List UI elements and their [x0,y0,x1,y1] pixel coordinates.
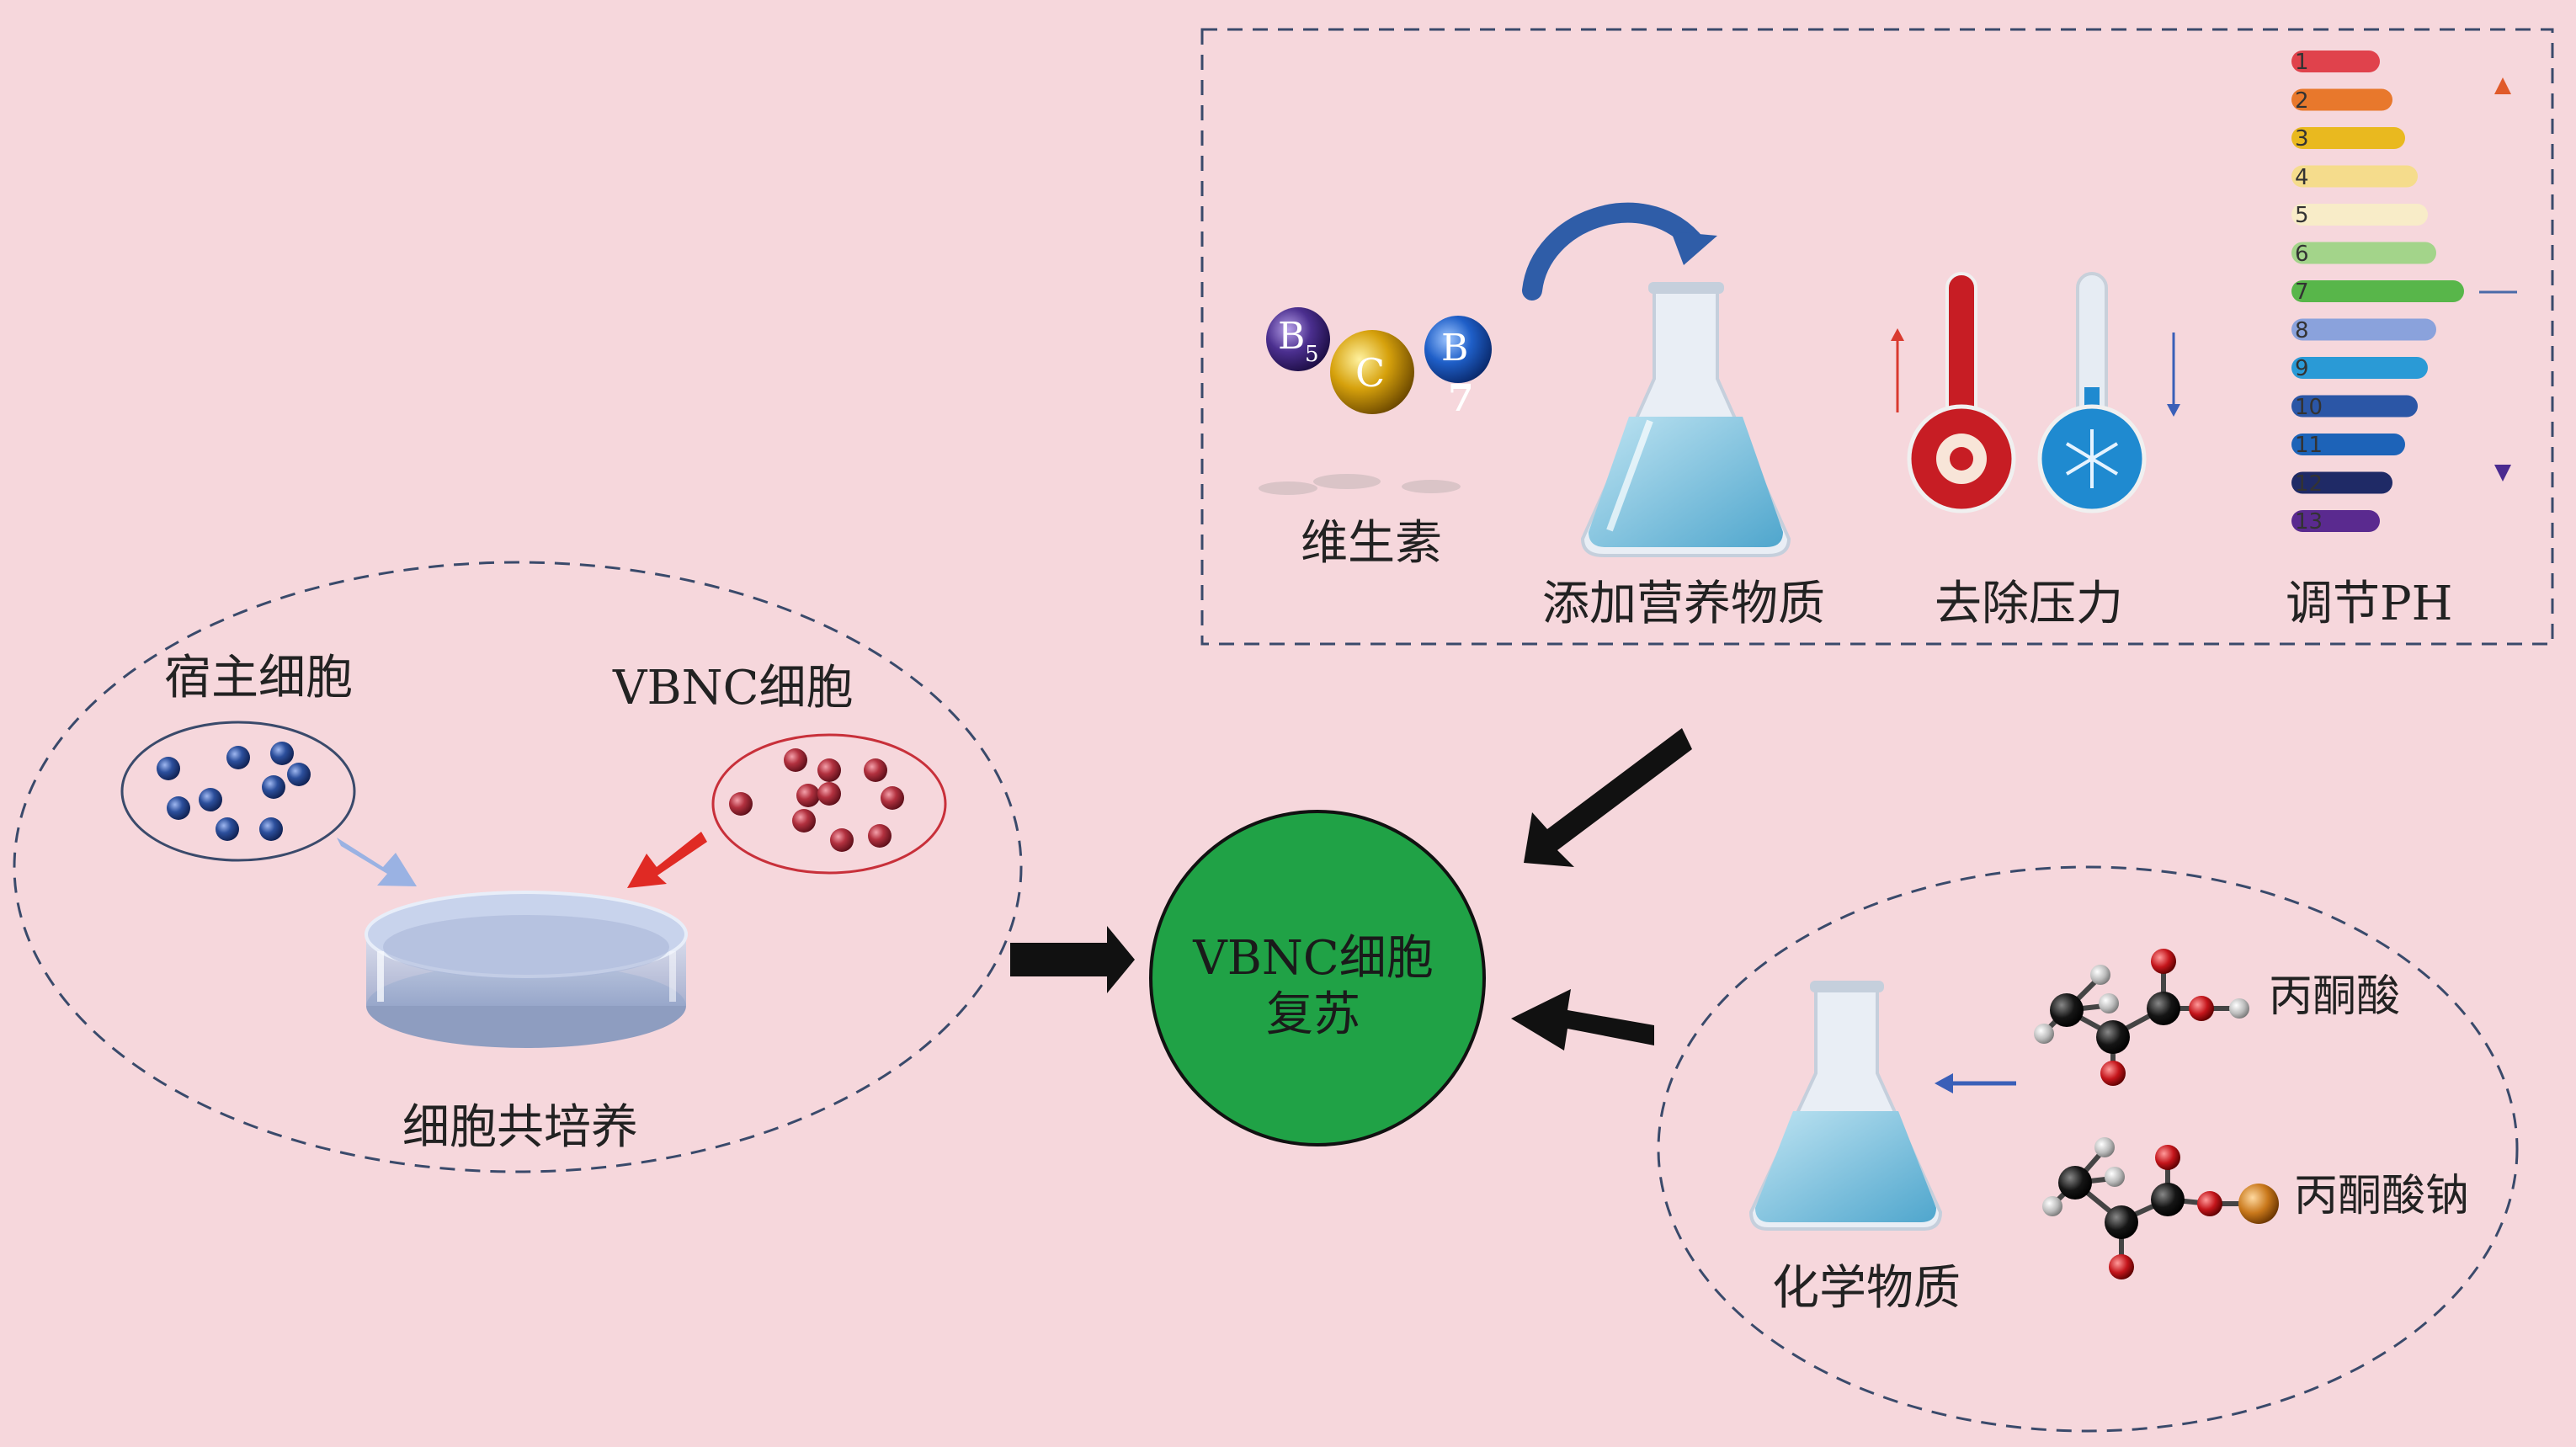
ph-number-13: 13 [2295,509,2323,535]
ph-number-2: 2 [2295,88,2309,114]
vbnc-cells-container [711,733,947,875]
vbnc-cells [729,748,904,852]
curved-arrow-icon [1522,202,1702,301]
ph-number-3: 3 [2295,126,2309,152]
ph-bar-3 [2291,127,2405,149]
add-nutrients-label: 添加营养物质 [1542,577,1825,631]
ph-number-11: 11 [2295,433,2323,458]
ph-bar-5 [2291,204,2428,226]
vitamin-b5-ball [1266,307,1330,371]
resuscitation-line2: 复苏 [1266,987,1360,1043]
ph-scale [2291,51,2464,532]
ph-number-4: 4 [2295,164,2309,190]
ph-number-5: 5 [2295,203,2309,228]
culture-to-resuscitation-arrow [1010,926,1135,993]
pyruvic-acid-label: 丙酮酸 [2269,971,2401,1022]
resuscitation-line1: VBNC细胞 [1193,931,1434,986]
ph-bar-6 [2291,242,2436,264]
vitamin-b7-ball [1424,316,1492,383]
host-cells-container [120,721,356,862]
host-cells-label: 宿主细胞 [164,651,353,705]
ph-number-1: 1 [2295,50,2309,75]
conditions-to-resuscitation-arrow [1524,728,1692,867]
vitamins-label: 维生素 [1301,516,1442,571]
molecule-sodium-icon [2042,1137,2279,1279]
flask-icon [1580,282,1791,557]
chemicals-region [1657,865,2519,1433]
chemical-flask-icon [1748,981,1943,1231]
chemicals-label: 化学物质 [1772,1261,1961,1316]
ph-bar-8 [2291,318,2436,341]
resuscitation-circle [1149,810,1486,1146]
molecule-icon [2034,949,2249,1086]
co-culture-region [13,561,1023,1173]
ph-bar-1 [2291,51,2380,72]
ph-number-6: 6 [2295,241,2309,267]
thermometer-cold-icon [2037,272,2180,513]
ph-number-9: 9 [2295,356,2309,381]
ph-bar-2 [2291,88,2392,111]
ph-bar-13 [2291,510,2380,532]
vitamin-b7-sub: 7 [1448,377,1474,420]
vitamin-molecules [1259,307,1492,495]
adjust-ph-label: 调节PH [2286,577,2453,631]
thermometer-hot-icon [1891,272,2016,513]
ph-number-10: 10 [2295,394,2323,420]
vitamin-b7-letter: B [1441,327,1469,370]
ph-bar-9 [2291,357,2428,379]
petri-dish-icon [365,891,688,1048]
ph-bar-11 [2291,434,2405,455]
vitamin-c-letter: C [1355,350,1386,396]
chemicals-to-resuscitation-arrow [1511,989,1654,1051]
vitamin-c-ball [1330,330,1414,414]
vitamin-b5-sub: 5 [1305,342,1319,367]
ph-bar-4 [2291,165,2418,188]
remove-stress-label: 去除压力 [1935,577,2123,631]
ph-bar-12 [2291,471,2392,494]
vitamin-b5-letter: B [1278,315,1306,358]
vbnc-to-dish-arrow [627,832,707,888]
ph-bar-7 [2291,280,2464,302]
host-cells [157,742,311,841]
co-culture-label: 细胞共培养 [402,1100,638,1155]
resuscitation-label: VBNC细胞 复苏 [1162,930,1465,1043]
ph-number-12: 12 [2295,471,2323,497]
ph-number-7: 7 [2295,279,2309,305]
host-to-dish-arrow [337,838,417,886]
ph-number-8: 8 [2295,317,2309,343]
vbnc-cells-label: VBNC细胞 [613,661,854,716]
sodium-pyruvate-label: 丙酮酸钠 [2294,1171,2470,1221]
conditions-box [1200,28,2554,646]
ph-bar-10 [2291,395,2418,418]
